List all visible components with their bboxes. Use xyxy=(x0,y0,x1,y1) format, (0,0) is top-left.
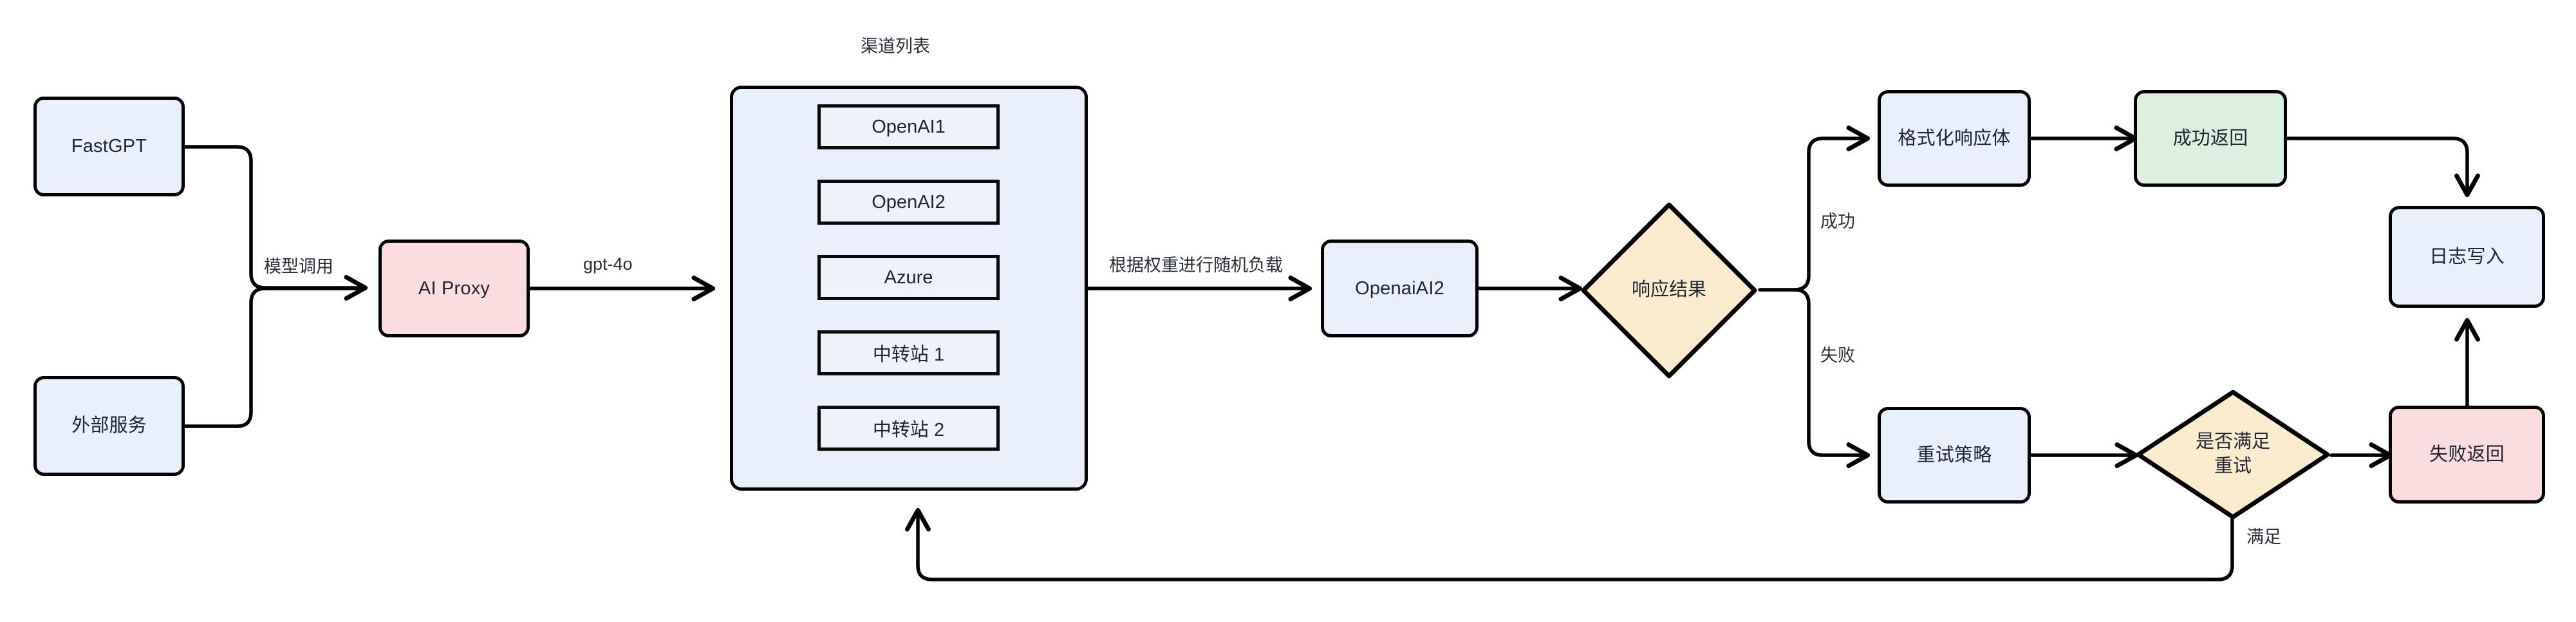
channel-item-azure[interactable]: Azure xyxy=(817,255,1000,300)
node-fastgpt-label: FastGPT xyxy=(71,136,147,157)
node-ai-proxy-label: AI Proxy xyxy=(418,278,490,299)
edge-label-failure: 失败 xyxy=(1820,346,1855,365)
node-format-response-body[interactable]: 格式化响应体 xyxy=(1878,90,2031,187)
node-external-service[interactable]: 外部服务 xyxy=(33,376,185,476)
decision-retry-condition-label: 是否满足 重试 xyxy=(2195,431,2270,476)
decision-retry-condition-shape xyxy=(2136,390,2330,520)
channel-item-relay-1-label: 中转站 1 xyxy=(872,344,945,365)
channel-item-openai1-label: OpenAI1 xyxy=(872,116,946,137)
channel-item-relay-2[interactable]: 中转站 2 xyxy=(817,406,1000,451)
decision-retry-condition[interactable]: 是否满足 重试 xyxy=(2134,388,2331,521)
decision-response-result-shape xyxy=(1581,202,1757,379)
node-openai-ai2[interactable]: OpenaiAI2 xyxy=(1321,240,1479,337)
node-retry-strategy-label: 重试策略 xyxy=(1916,444,1992,466)
channel-item-openai2[interactable]: OpenAI2 xyxy=(817,180,1000,225)
node-success-return-label: 成功返回 xyxy=(2172,127,2248,149)
edge-label-model-call: 模型调用 xyxy=(264,257,333,276)
channel-item-openai1[interactable]: OpenAI1 xyxy=(817,104,1000,149)
node-fastgpt[interactable]: FastGPT xyxy=(33,97,185,196)
node-log-write[interactable]: 日志写入 xyxy=(2389,206,2545,308)
node-success-return[interactable]: 成功返回 xyxy=(2134,90,2287,187)
edge-label-success: 成功 xyxy=(1820,212,1855,231)
channel-item-openai2-label: OpenAI2 xyxy=(872,191,946,212)
node-external-service-label: 外部服务 xyxy=(71,415,147,437)
node-retry-strategy[interactable]: 重试策略 xyxy=(1878,407,2031,504)
node-failure-return-label: 失败返回 xyxy=(2429,444,2505,465)
edge-label-weighted-random-load: 根据权重进行随机负载 xyxy=(1109,256,1283,275)
node-log-write-label: 日志写入 xyxy=(2429,246,2505,267)
channel-item-relay-2-label: 中转站 2 xyxy=(872,420,945,440)
node-format-response-body-label: 格式化响应体 xyxy=(1898,127,2011,149)
node-openai-ai2-label: OpenaiAI2 xyxy=(1355,278,1444,299)
decision-response-result[interactable]: 响应结果 xyxy=(1578,200,1760,381)
node-ai-proxy[interactable]: AI Proxy xyxy=(378,240,530,337)
edge-label-satisfied: 满足 xyxy=(2246,527,2281,547)
node-failure-return[interactable]: 失败返回 xyxy=(2389,406,2545,504)
channel-item-azure-label: Azure xyxy=(884,267,933,288)
channel-list-title: 渠道列表 xyxy=(861,37,930,56)
edge-label-gpt4o: gpt-4o xyxy=(583,254,633,274)
decision-response-result-label: 响应结果 xyxy=(1631,279,1706,301)
channel-item-relay-1[interactable]: 中转站 1 xyxy=(817,330,1000,375)
